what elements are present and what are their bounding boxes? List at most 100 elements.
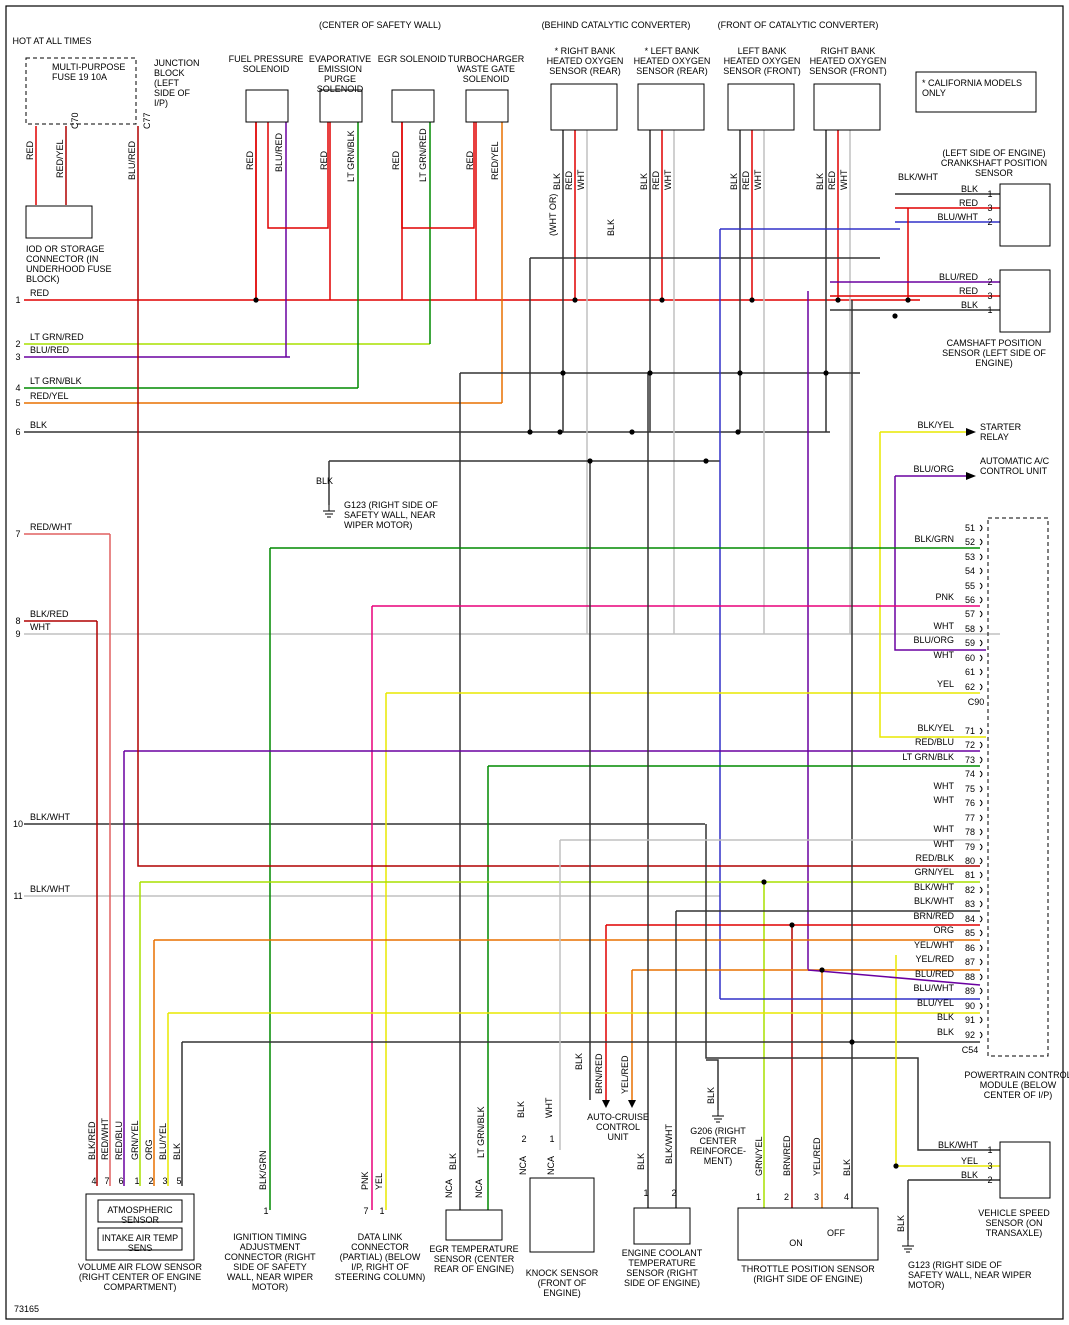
pcm-pin-socket	[979, 1031, 983, 1039]
bus-color-4: LT GRN/BLK	[30, 376, 82, 386]
vss-pin-color-1: BLK/WHT	[938, 1140, 979, 1150]
vaf-pin-7: 7	[104, 1176, 109, 1186]
tps-wire-1-label: GRN/YEL	[754, 1136, 764, 1176]
bus-number-2: 2	[15, 339, 20, 349]
egr-sol-label: LT GRN/RED	[418, 128, 428, 182]
region-center-safety-wall: (CENTER OF SAFETY WALL)	[319, 20, 441, 30]
ac-arrow-icon	[966, 472, 976, 480]
pcm-pin-color-82: BLK/WHT	[914, 882, 955, 892]
bus-number-1: 1	[15, 295, 20, 305]
splice-dot	[823, 370, 829, 376]
splice-dot	[557, 429, 563, 435]
pcm-pin-58: 58	[965, 624, 975, 634]
pcm-pin-socket	[979, 756, 983, 764]
crank-pin-color-3: RED	[959, 198, 979, 208]
pcm-pin-90: 90	[965, 1001, 975, 1011]
starter-wire-label: BLK/YEL	[917, 420, 954, 430]
knock-nca-2: NCA	[546, 1156, 556, 1175]
tps-pin-1: 1	[756, 1192, 761, 1202]
pcm-pin-62: 62	[965, 682, 975, 692]
crank-pin-color-1: BLK	[961, 184, 978, 194]
pcm-pin-color-60: WHT	[934, 650, 955, 660]
junction-redblk-label: BLU/RED	[127, 140, 137, 180]
pcm-pin-76: 76	[965, 798, 975, 808]
pcm-pin-socket	[979, 799, 983, 807]
solenoid-3	[391, 89, 435, 123]
pcm-pin-59: 59	[965, 638, 975, 648]
iod-red-label: RED	[25, 140, 35, 160]
splice-dot	[905, 297, 911, 303]
camshaft-sensor	[999, 269, 1051, 333]
splice-dot	[629, 429, 635, 435]
pcm-pin-socket	[979, 727, 983, 735]
o2-3-red-label: RED	[741, 170, 751, 190]
junction-block	[25, 57, 137, 125]
throttle-position-sensor	[737, 1207, 879, 1261]
crankshaft-sensor	[999, 183, 1051, 247]
cruise-arrow-icon-2	[628, 1100, 636, 1108]
pcm-pin-socket	[979, 857, 983, 865]
pcm-pin-socket	[979, 871, 983, 879]
splice-dot	[735, 429, 741, 435]
cam-pin-num-1: 1	[987, 305, 992, 315]
pcm-pin-color-81: GRN/YEL	[914, 867, 954, 877]
g206-ground-icon	[712, 1110, 724, 1123]
pcm-pin-57: 57	[965, 609, 975, 619]
knock-pin-2: 2	[521, 1134, 526, 1144]
cruise-wire-2-label: YEL/RED	[620, 1055, 630, 1094]
splice-dot	[892, 313, 898, 319]
ect-pin-1: 1	[643, 1188, 648, 1198]
o2-blk-label: BLK	[606, 219, 616, 236]
pcm-pin-socket	[979, 828, 983, 836]
hot-at-all-times-label: HOT AT ALL TIMES	[12, 36, 91, 46]
coolant-temp-sensor	[633, 1207, 691, 1245]
pcm-pin-socket	[979, 639, 983, 647]
o2-4-blk-label: BLK	[815, 173, 825, 190]
pcm-pin-socket	[979, 944, 983, 952]
dlc-pin-1: 7	[363, 1206, 368, 1216]
pcm-pin-color-58: WHT	[934, 621, 955, 631]
pcm-pin-color-90: BLU/YEL	[917, 998, 954, 1008]
pcm-pin-color-72: RED/BLU	[915, 737, 954, 747]
pcm-c54-label: C54	[962, 1045, 979, 1055]
g123-top-ground-icon	[323, 505, 335, 518]
vss-pin-num-2: 2	[987, 1175, 992, 1185]
bus-color-1: RED	[30, 288, 50, 298]
vaf-pin-color-2: ORG	[144, 1139, 154, 1160]
tps-wire-3-label: YEL/RED	[812, 1137, 822, 1176]
knock-wire-1-label: BLK	[516, 1101, 526, 1118]
tps-pin-2: 2	[784, 1192, 789, 1202]
region-behind-catalytic: (BEHIND CATALYTIC CONVERTER)	[542, 20, 691, 30]
pcm-pin-85: 85	[965, 928, 975, 938]
g123-bottom-ground-icon	[902, 1240, 914, 1253]
sol-red-loop-2	[401, 122, 475, 229]
cam-pin-num-3: 3	[987, 291, 992, 301]
splice-dot	[849, 1039, 855, 1045]
vaf-pin-color-6: RED/BLU	[114, 1121, 124, 1160]
cam-pin-color-1: BLK	[961, 300, 978, 310]
pcm-pin-color-76: WHT	[934, 795, 955, 805]
vaf-pin-color-3: BLU/YEL	[158, 1123, 168, 1160]
o2-1-red-label: RED	[564, 170, 574, 190]
solenoid-1-wire-a: RED	[245, 150, 255, 170]
bus-color-9: WHT	[30, 622, 51, 632]
splice-dot	[749, 297, 755, 303]
diagram-frame	[5, 5, 1064, 1320]
pcm-pin-84: 84	[965, 914, 975, 924]
splice-dot	[789, 922, 795, 928]
vaf-pin-color-7: RED/WHT	[100, 1118, 110, 1160]
o2-4-red-label: RED	[827, 170, 837, 190]
pcm-pin-color-78: WHT	[934, 824, 955, 834]
knock-pin-1: 1	[549, 1134, 554, 1144]
pcm-pin-74: 74	[965, 769, 975, 779]
